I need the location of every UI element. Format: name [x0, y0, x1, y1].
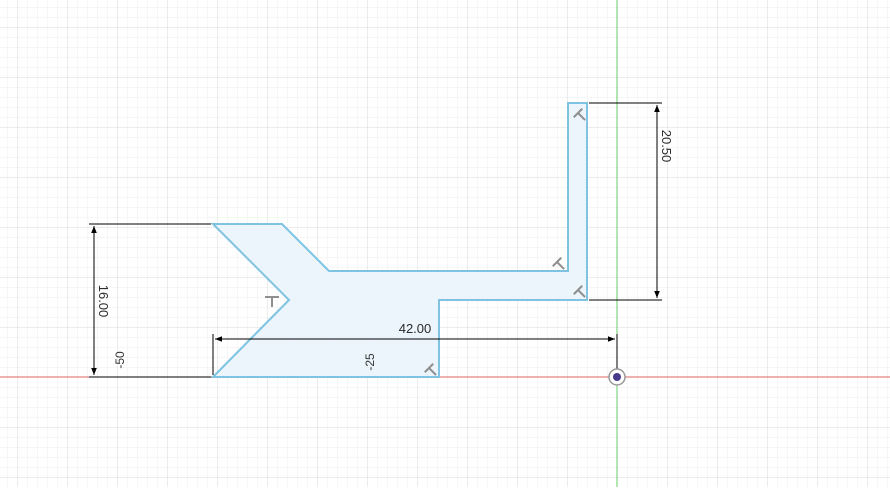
dimension-text-horizontal[interactable]: 42.00 [399, 321, 432, 336]
dimension-text-vertical-right[interactable]: 20.50 [659, 130, 674, 163]
perpendicular-constraint-icon[interactable] [265, 296, 279, 307]
axis-label-left: -50 [113, 351, 127, 369]
perpendicular-constraint-icon[interactable] [573, 108, 590, 125]
dimension-vertical-right[interactable]: 20.50 [589, 102, 674, 301]
dimension-vertical-left[interactable]: 16.00 [89, 223, 211, 378]
perpendicular-constraint-icon[interactable] [573, 285, 590, 302]
dimension-text-vertical-left[interactable]: 16.00 [96, 285, 111, 318]
axis-label-middle: -25 [363, 353, 377, 371]
dimension-horizontal[interactable]: 42.00 [212, 321, 618, 375]
sketch-profile[interactable] [210, 102, 588, 378]
perpendicular-constraint-icon[interactable] [552, 257, 569, 274]
origin-point-icon[interactable] [608, 368, 626, 386]
perpendicular-constraint-icon[interactable] [424, 363, 441, 380]
